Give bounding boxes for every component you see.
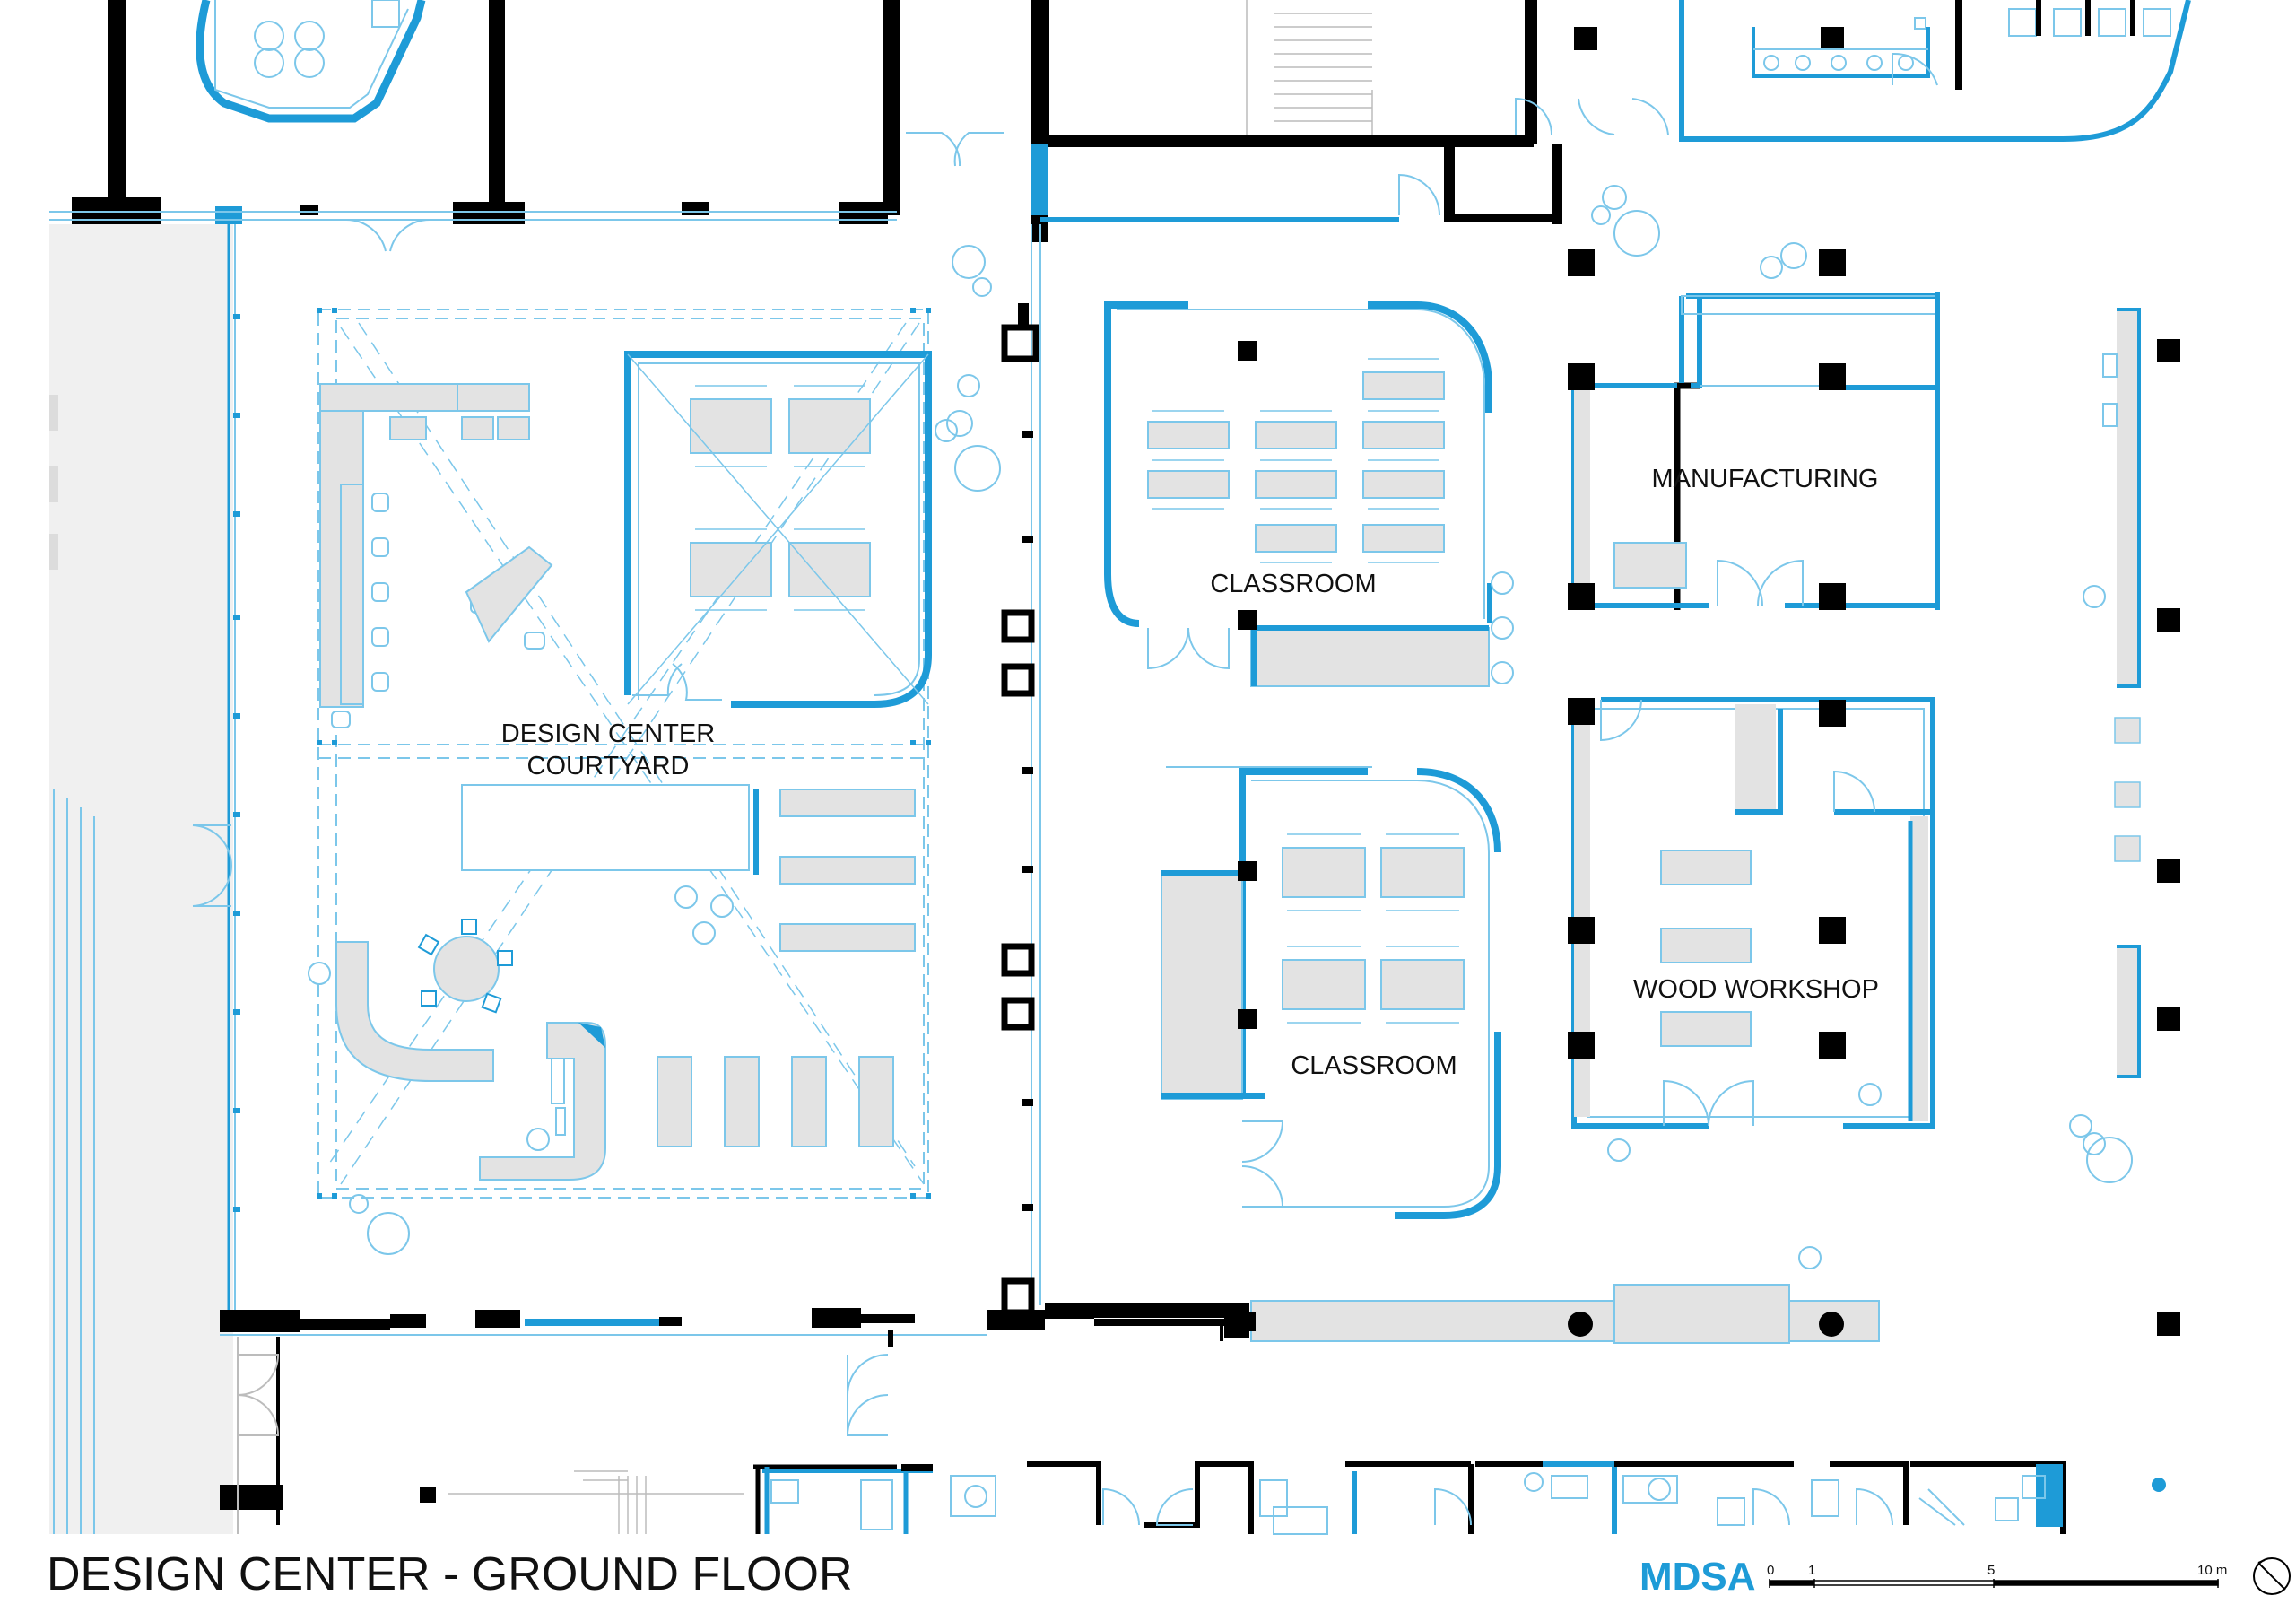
courtyard-label-line2: COURTYARD: [527, 752, 690, 780]
central-corridor-wall: [1001, 224, 1041, 1316]
south-room-row: [220, 1337, 2066, 1535]
manufacturing-room: [1568, 249, 1940, 610]
north-east-washrooms: [1574, 0, 2191, 279]
scale-bar: 0 1 5 10 m: [1767, 1563, 2227, 1588]
north-arrow-icon: [2253, 1557, 2291, 1595]
manufacturing-label: MANUFACTURING: [1652, 465, 1879, 493]
scale-tick-5: 5: [1987, 1563, 1995, 1578]
mdsa-logo-text: MDSA: [1639, 1555, 1756, 1599]
classroom-lower: [1161, 766, 1501, 1219]
design-center-courtyard: [233, 245, 1001, 1255]
west-exterior-zone: [49, 224, 236, 1534]
north-stair-block: [906, 0, 1562, 242]
wood-workshop-room: [1568, 697, 1935, 1269]
courtyard-south-wall: [220, 1303, 1229, 1525]
drawing-title: DESIGN CENTER - GROUND FLOOR: [47, 1548, 853, 1600]
north-west-rooms: [49, 0, 900, 252]
courtyard-label-line1: DESIGN CENTER: [501, 719, 715, 748]
scale-tick-1: 1: [1808, 1563, 1815, 1578]
wood-workshop-label: WOOD WORKSHOP: [1633, 975, 1879, 1004]
courtyard-west-doors: [192, 824, 233, 907]
scale-tick-0: 0: [1767, 1563, 1774, 1578]
south-corridor: [1094, 1284, 1880, 1344]
scale-tick-10: 10 m: [2197, 1563, 2227, 1578]
classroom-upper-label: CLASSROOM: [1210, 570, 1376, 598]
classroom-upper: [1104, 301, 1514, 687]
east-corridor: [2069, 308, 2180, 1492]
mdsa-logo: MDSA: [1639, 1555, 1756, 1599]
classroom-lower-label: CLASSROOM: [1291, 1051, 1457, 1080]
